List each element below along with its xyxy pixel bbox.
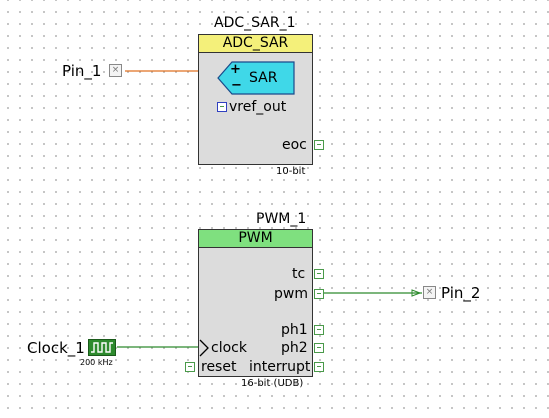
- amp-minus-label: −: [231, 78, 242, 93]
- clock-source-icon[interactable]: [88, 339, 116, 356]
- clock-frequency-label: 200 kHz: [80, 358, 113, 367]
- tc-terminal[interactable]: [314, 269, 324, 279]
- clock-input-label: clock: [211, 340, 247, 356]
- pwm-header: PWM: [199, 230, 312, 248]
- eoc-label: eoc: [282, 137, 307, 153]
- interrupt-terminal[interactable]: [314, 362, 324, 372]
- ph1-label: ph1: [281, 322, 308, 338]
- adc-sar-component[interactable]: ADC_SAR + − SAR vref_out eoc: [198, 34, 324, 165]
- clock-waveform-icon: [91, 342, 113, 353]
- reset-terminal[interactable]: [185, 362, 195, 372]
- ph2-label: ph2: [281, 340, 308, 356]
- adc-header: ADC_SAR: [199, 35, 312, 53]
- pin1-port-icon[interactable]: ×: [109, 64, 122, 77]
- pwm-component[interactable]: PWM tc pwm ph1 ph2 clock reset interrupt: [185, 229, 324, 377]
- pwm-mode-label: 16-bit (UDB): [241, 378, 304, 389]
- clock-input-arrow-icon: [199, 339, 209, 357]
- clock-name-label: Clock_1: [27, 339, 85, 357]
- pwm-output-label: pwm: [274, 286, 308, 302]
- interrupt-label: interrupt: [249, 359, 311, 375]
- vref-out-label: vref_out: [229, 99, 287, 115]
- pin2-arrow-icon: [411, 289, 422, 297]
- vref-out-terminal[interactable]: [217, 102, 227, 112]
- adc-resolution-label: 10-bit: [276, 166, 306, 177]
- sar-amplifier-icon: [217, 61, 295, 95]
- amp-sar-label: SAR: [249, 70, 278, 86]
- adc-instance-name: ADC_SAR_1: [214, 15, 296, 31]
- pwm-output-terminal[interactable]: [314, 289, 324, 299]
- reset-label: reset: [201, 359, 237, 375]
- pin2-label: Pin_2: [441, 284, 481, 302]
- pin1-label: Pin_1: [62, 62, 102, 80]
- ph2-terminal[interactable]: [314, 343, 324, 353]
- amp-plus-label: +: [230, 62, 241, 77]
- pin2-port-icon[interactable]: ×: [423, 286, 436, 299]
- tc-label: tc: [292, 266, 306, 282]
- ph1-terminal[interactable]: [314, 325, 324, 335]
- eoc-terminal[interactable]: [314, 140, 324, 150]
- pwm-instance-name: PWM_1: [256, 211, 307, 227]
